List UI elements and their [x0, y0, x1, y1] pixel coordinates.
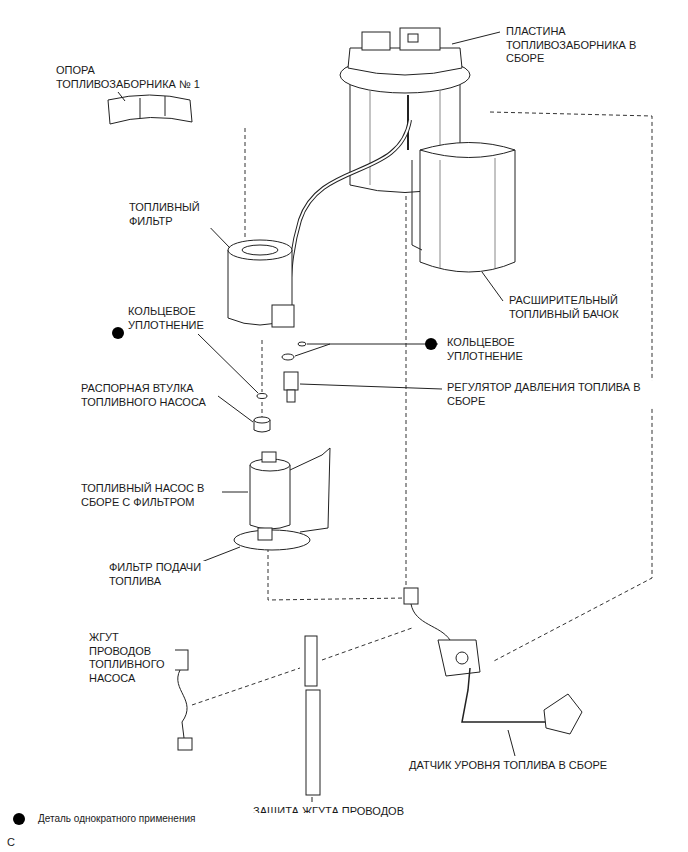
regulator-stem — [287, 390, 295, 402]
pump-body — [250, 465, 290, 529]
part-label: КОЛЬЦЕВОЕ УПЛОТНЕНИЕ — [446, 336, 548, 363]
legend-text: Деталь однократного применения — [38, 813, 358, 825]
leader-line — [222, 492, 248, 493]
sub-tank — [412, 143, 515, 273]
pressure-regulator — [284, 372, 298, 402]
part-label: ФИЛЬТР ПОДАЧИ ТОПЛИВА — [108, 561, 220, 588]
leader-line — [118, 92, 125, 101]
assembly-line — [262, 340, 263, 392]
regulator-body — [284, 372, 298, 390]
assembly-line — [192, 668, 300, 705]
part-label: ТОПЛИВНЫЙ НАСОС В СБОРЕ С ФИЛЬТРОМ — [80, 482, 222, 509]
tank-rim — [420, 150, 515, 158]
part-label: РАСШИРИТЕЛЬНЫЙ ТОПЛИВНЫЙ БАЧОК — [508, 294, 650, 321]
connector — [178, 738, 192, 750]
filter-top — [228, 240, 292, 260]
fuel-hose — [288, 120, 410, 318]
float — [544, 694, 582, 734]
leader-line — [482, 272, 503, 301]
connector — [404, 588, 418, 604]
assembly-line — [322, 628, 412, 660]
pump-outlet — [262, 452, 276, 462]
protector-tube — [306, 690, 320, 795]
leader-line — [452, 32, 500, 44]
pump-wire — [290, 448, 330, 532]
tank-shade — [495, 158, 496, 268]
bracket-band — [108, 95, 192, 124]
part-label: ПЛАСТИНА ТОПЛИВОЗАБОРНИКА В СБОРЕ — [505, 25, 657, 66]
bracket — [108, 95, 192, 124]
fuel-filter — [228, 240, 294, 327]
o-ring — [257, 394, 267, 399]
part-label: ЖГУТ ПРОВОДОВ ТОПЛИВНОГО НАСОСА — [88, 631, 175, 685]
pump-harness — [172, 650, 192, 750]
sensor-body — [438, 640, 480, 676]
filter-outlet — [272, 305, 294, 327]
level-sensor — [404, 588, 582, 734]
plate-shade — [370, 90, 371, 185]
o-ring — [282, 354, 294, 360]
fuel-hose — [288, 120, 410, 318]
legend-dot — [13, 813, 25, 825]
bracket-rib — [140, 96, 165, 118]
leader-line — [218, 396, 253, 422]
leader-line — [508, 730, 515, 756]
fuel-pump — [234, 448, 330, 550]
part-label: РЕГУЛЯТОР ДАВЛЕНИЯ ТОПЛИВА В СБОРЕ — [446, 381, 663, 408]
assembly-line — [245, 128, 246, 238]
o-ring — [298, 342, 306, 346]
part-label: РАСПОРНАЯ ВТУЛКА ТОПЛИВНОГО НАСОСА — [80, 382, 218, 409]
part-label: ДАТЧИК УРОВНЯ ТОПЛИВА В СБОРЕ — [408, 759, 670, 773]
sensor-wire — [411, 604, 450, 640]
figure-code: C — [6, 836, 28, 850]
leader-line — [295, 344, 438, 356]
part-label: КОЛЬЦЕВОЕ УПЛОТНЕНИЕ — [127, 305, 219, 332]
leader-line — [312, 797, 313, 802]
plate-connector — [400, 28, 440, 50]
assembly-line — [192, 112, 652, 705]
single-use-dot — [112, 327, 124, 339]
tank-wall — [412, 160, 422, 250]
assembly-line — [262, 402, 263, 418]
leader-line — [118, 32, 515, 802]
sensor-pivot — [456, 652, 468, 664]
leader-line — [300, 384, 442, 389]
single-use-dot — [425, 338, 437, 350]
plate-connector — [362, 32, 390, 50]
tank-shade — [440, 160, 441, 268]
part-label: ОПОРА ТОПЛИВОЗАБОРНИКА № 1 — [55, 64, 217, 91]
plate-top — [348, 48, 462, 75]
spacer-top — [254, 417, 270, 423]
pump-clip — [258, 528, 272, 540]
harness-wire — [178, 670, 187, 738]
plate-port — [408, 34, 418, 42]
filter-cap — [242, 245, 278, 255]
float-arm — [462, 668, 548, 722]
tank-body — [420, 143, 515, 273]
part-label: ТОПЛИВНЫЙ ФИЛЬТР — [128, 201, 225, 228]
protector-tube — [305, 636, 317, 686]
